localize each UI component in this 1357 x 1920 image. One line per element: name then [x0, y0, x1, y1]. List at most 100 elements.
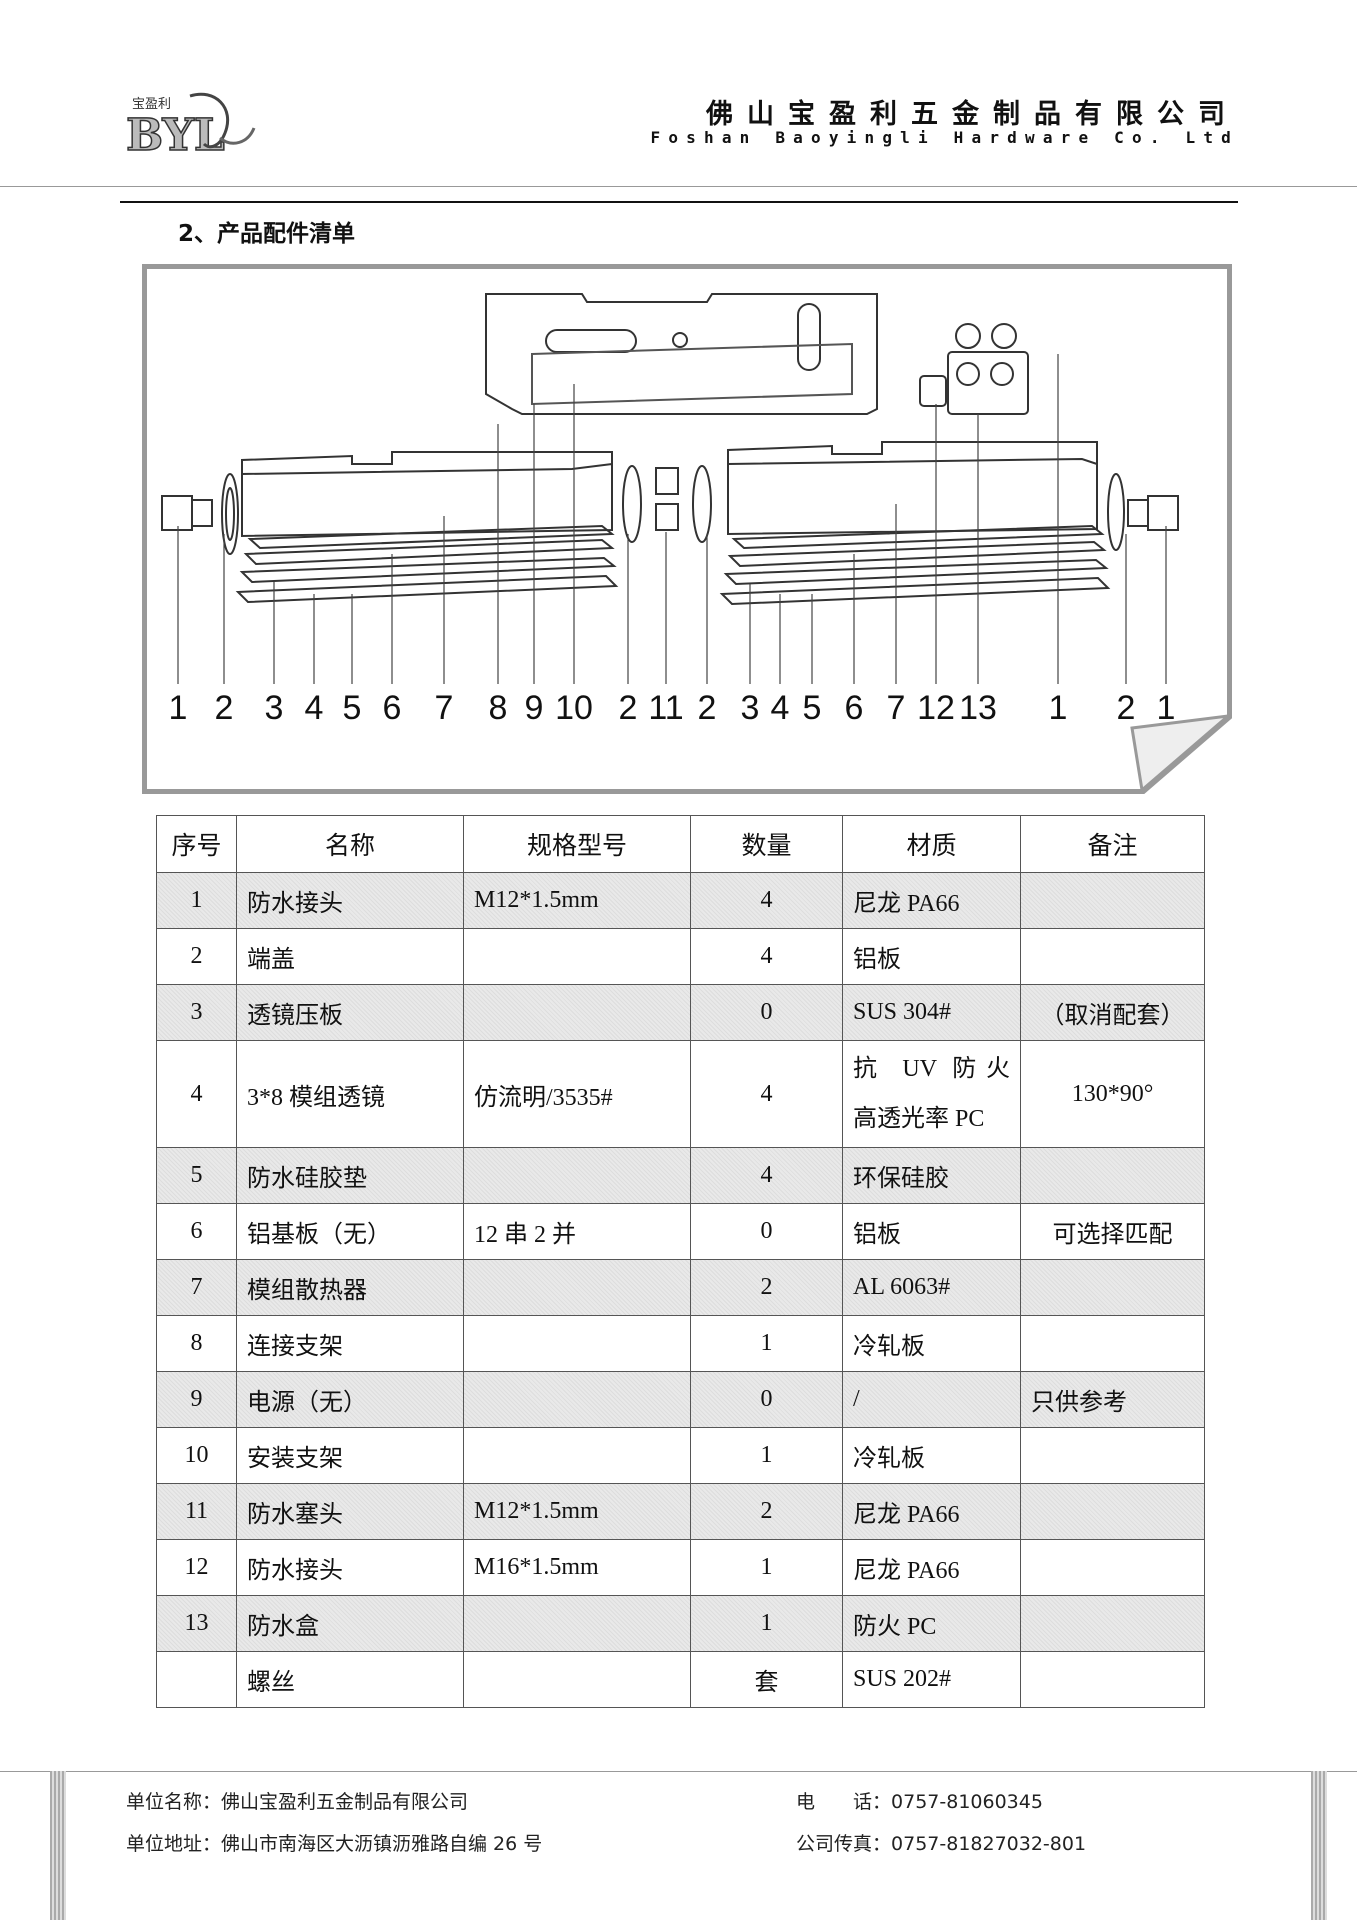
fax-value: 0757-81827032-801	[891, 1833, 1087, 1855]
cell-note	[1020, 1483, 1205, 1540]
cell-spec: 仿流明/3535#	[463, 1040, 691, 1148]
left-connector-nut	[191, 499, 213, 527]
waterproof-box	[947, 351, 1029, 415]
cell-no: 9	[156, 1371, 237, 1428]
cell-no: 12	[156, 1539, 237, 1596]
cell-name: 3*8 模组透镜	[236, 1040, 464, 1148]
cell-no: 13	[156, 1595, 237, 1652]
cell-material: 铝板	[842, 1203, 1021, 1260]
cell-qty: 2	[690, 1259, 843, 1316]
bracket-hole	[672, 332, 688, 348]
logo-en-text: BYL	[126, 110, 225, 158]
cell-note	[1020, 1315, 1205, 1372]
mounting-bracket	[485, 293, 878, 415]
cell-no: 4	[156, 1040, 237, 1148]
cell-material: 铝板	[842, 928, 1021, 985]
callout-label: 3	[741, 689, 760, 727]
table-row: 1 防水接头 M12*1.5mm 4 尼龙 PA66	[156, 872, 1205, 929]
fax-label: 公司传真：	[796, 1833, 892, 1855]
cell-name: 连接支架	[236, 1315, 464, 1372]
cell-spec	[463, 1595, 691, 1652]
cell-qty: 4	[690, 928, 843, 985]
header-underline	[120, 201, 1238, 203]
cell-no: 1	[156, 872, 237, 929]
cell-name: 电源（无）	[236, 1371, 464, 1428]
cell-spec	[463, 1315, 691, 1372]
callout-label: 1	[1049, 689, 1068, 727]
cell-spec	[463, 1651, 691, 1708]
table-row: 6 铝基板（无） 12 串 2 并 0 铝板 可选择匹配	[156, 1203, 1205, 1260]
cell-material: AL 6063#	[842, 1259, 1021, 1316]
logo-swoosh-icon	[189, 92, 230, 149]
right-heatsink-top	[727, 441, 1098, 464]
cell-note	[1020, 872, 1205, 929]
leader-lines	[177, 354, 1167, 684]
callout-label: 13	[959, 689, 997, 727]
box-port-1	[956, 362, 980, 386]
callout-label: 2	[698, 689, 717, 727]
callout-label: 4	[305, 689, 324, 727]
left-heatsink-top	[241, 451, 613, 474]
unit-name-label: 单位名称：	[126, 1791, 222, 1813]
cell-material: 抗 UV 防火 高透光率 PC	[842, 1040, 1021, 1148]
footer-right-bar	[1311, 1771, 1327, 1920]
callout-label: 2	[215, 689, 234, 727]
page-curl-icon	[1130, 713, 1232, 793]
cell-no: 3	[156, 984, 237, 1041]
company-name-en: Foshan Baoyingli Hardware Co. Ltd	[650, 128, 1239, 147]
cell-qty: 4	[690, 872, 843, 929]
cell-note	[1020, 1595, 1205, 1652]
center-end-cap-2	[692, 465, 712, 543]
callout-label: 11	[648, 689, 683, 727]
cell-material: /	[842, 1371, 1021, 1428]
callout-label: 7	[887, 689, 906, 727]
cell-name: 安装支架	[236, 1427, 464, 1484]
cell-qty: 0	[690, 1371, 843, 1428]
cell-name: 防水接头	[236, 1539, 464, 1596]
callout-label: 2	[619, 689, 638, 727]
cell-spec: 12 串 2 并	[463, 1203, 691, 1260]
table-row: 5 防水硅胶垫 4 环保硅胶	[156, 1147, 1205, 1204]
plug-1	[655, 467, 679, 495]
footer-phone: 电 话：0757-81060345	[796, 1787, 1043, 1814]
table-row: 8 连接支架 1 冷轧板	[156, 1315, 1205, 1372]
footer-fax: 公司传真：0757-81827032-801	[796, 1829, 1086, 1856]
cell-spec: M16*1.5mm	[463, 1539, 691, 1596]
company-name-cn: 佛山宝盈利五金制品有限公司	[706, 99, 1239, 130]
column-header-no: 序号	[156, 815, 237, 873]
cell-qty: 1	[690, 1595, 843, 1652]
cell-qty: 0	[690, 1203, 843, 1260]
callout-label: 12	[917, 689, 955, 727]
cell-qty: 4	[690, 1040, 843, 1148]
table-row: 9 电源（无） 0 / 只供参考	[156, 1371, 1205, 1428]
callout-label: 6	[845, 689, 864, 727]
section-title: 2、产品配件清单	[178, 221, 356, 247]
footer-unit-name: 单位名称：佛山宝盈利五金制品有限公司	[126, 1787, 468, 1814]
callout-label: 9	[525, 689, 544, 727]
cell-qty: 4	[690, 1147, 843, 1204]
cell-name: 端盖	[236, 928, 464, 985]
cell-note	[1020, 1427, 1205, 1484]
cell-no: 8	[156, 1315, 237, 1372]
table-row: 7 模组散热器 2 AL 6063#	[156, 1259, 1205, 1316]
footer-left-bar	[50, 1771, 66, 1920]
callout-label: 1	[169, 689, 188, 727]
cell-material: 冷轧板	[842, 1315, 1021, 1372]
cell-name: 防水硅胶垫	[236, 1147, 464, 1204]
table-row: 4 3*8 模组透镜 仿流明/3535# 4 抗 UV 防火 高透光率 PC 1…	[156, 1040, 1205, 1148]
company-logo: 宝盈利 BYL	[125, 92, 256, 158]
table-row: 螺丝 套 SUS 202#	[156, 1651, 1205, 1708]
cell-spec: M12*1.5mm	[463, 1483, 691, 1540]
callout-label: 4	[771, 689, 790, 727]
logo-cn-text: 宝盈利	[132, 97, 171, 112]
cell-name: 螺丝	[236, 1651, 464, 1708]
column-header-qty: 数量	[690, 815, 843, 873]
callout-label: 10	[555, 689, 593, 727]
material-line-1: 抗 UV 防火	[853, 1056, 1010, 1082]
center-end-cap-1	[622, 465, 642, 543]
column-header-spec: 规格型号	[463, 815, 691, 873]
cell-qty: 套	[690, 1651, 843, 1708]
plug-2	[655, 503, 679, 531]
table-row: 3 透镜压板 0 SUS 304# （取消配套）	[156, 984, 1205, 1041]
cell-spec	[463, 1371, 691, 1428]
